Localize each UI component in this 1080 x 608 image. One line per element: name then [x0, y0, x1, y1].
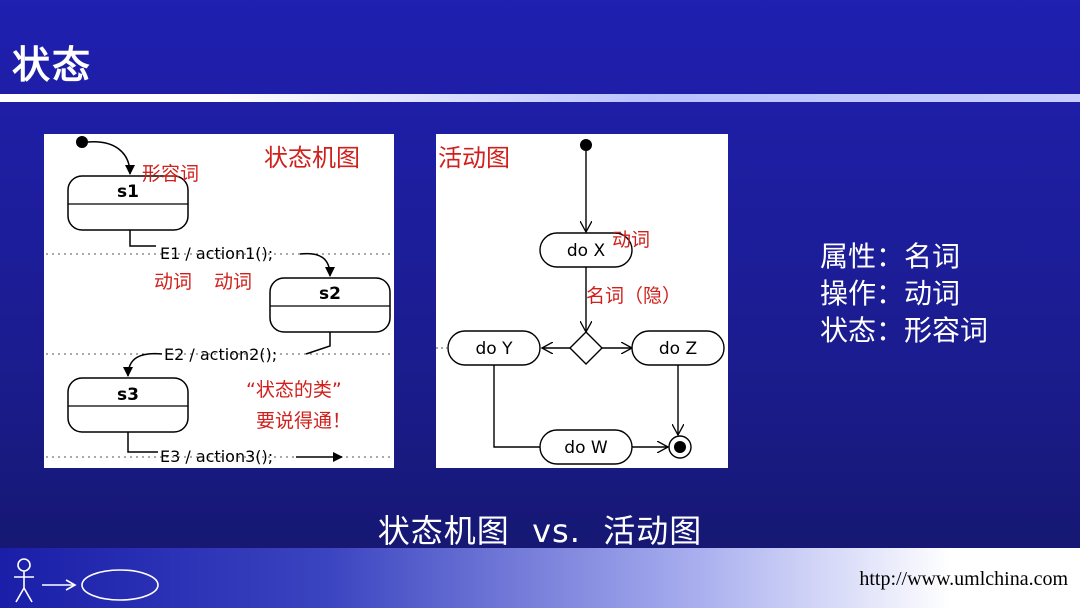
- action-do-x: do X: [539, 232, 633, 268]
- ellipse-icon: [81, 569, 159, 601]
- quote-note-line1: “状态的类”: [246, 379, 342, 401]
- activity-diagram: 活动图 do X 动词 名词（隐） do Y do Z: [436, 139, 725, 465]
- state-s2: s2: [269, 277, 391, 333]
- verb-note-event: 动词: [154, 271, 192, 293]
- arrow-icon: [42, 579, 77, 591]
- activity-panel: 活动图 do X 动词 名词（隐） do Y do Z: [436, 134, 728, 468]
- action-do-x-label: do X: [567, 241, 606, 261]
- state-s2-label: s2: [319, 284, 341, 304]
- state-s1-label: s1: [117, 182, 139, 202]
- decision-node: [569, 331, 603, 365]
- activity-title: 活动图: [438, 144, 510, 172]
- hidden-noun-note: 名词（隐）: [586, 285, 681, 307]
- state-machine-diagram: s1 E1 / action1(); s2 E2 / action2(); s3…: [46, 136, 392, 466]
- stick-figure-icon: [14, 558, 34, 603]
- final-node: [668, 435, 692, 459]
- initial-node: [580, 139, 592, 151]
- action-do-w-label: do W: [564, 438, 608, 458]
- transition-e2-arrow: [123, 352, 163, 377]
- transition-e3-label: E3 / action3();: [160, 447, 273, 466]
- state-machine-title: 状态机图: [264, 144, 360, 172]
- state-machine-panel: s1 E1 / action1(); s2 E2 / action2(); s3…: [44, 134, 394, 468]
- transition-e2-label: E2 / action2();: [164, 345, 277, 364]
- footer-url[interactable]: http://www.umlchina.com: [859, 568, 1068, 590]
- state-s3-label: s3: [117, 385, 139, 405]
- transition-e1-line: [129, 230, 156, 247]
- transition-e1-label: E1 / action1();: [160, 244, 273, 263]
- transition-e1-arrow: [299, 252, 335, 277]
- umlchina-logo: [14, 558, 159, 603]
- state-s1: s1: [67, 175, 189, 231]
- verb-note: 动词: [612, 229, 650, 251]
- note-state: 状态：形容词: [820, 314, 989, 347]
- footer: http://www.umlchina.com: [0, 548, 1080, 608]
- action-do-z: do Z: [631, 330, 725, 366]
- action-do-z-label: do Z: [659, 339, 697, 359]
- notes-list: 属性：名词 操作：动词 状态：形容词: [820, 238, 988, 349]
- initial-node: [76, 136, 88, 148]
- transition-e2-line: [305, 332, 331, 355]
- caption: 状态机图 vs. 活动图: [377, 512, 703, 550]
- action-do-y-label: do Y: [476, 339, 514, 359]
- initial-transition: [87, 141, 135, 175]
- adjective-note: 形容词: [142, 163, 199, 185]
- note-operation: 操作：动词: [820, 277, 961, 310]
- transition-e3-line: [127, 432, 158, 453]
- title-divider: [0, 94, 1080, 102]
- action-do-y: do Y: [447, 330, 541, 366]
- verb-note-action: 动词: [214, 271, 252, 293]
- action-do-w: do W: [539, 429, 633, 465]
- quote-note-line2: 要说得通！: [256, 410, 351, 432]
- note-attribute: 属性：名词: [820, 240, 961, 273]
- slide-title: 状态: [12, 43, 93, 87]
- flow-y-to-w: [493, 365, 540, 448]
- state-s3: s3: [67, 377, 189, 433]
